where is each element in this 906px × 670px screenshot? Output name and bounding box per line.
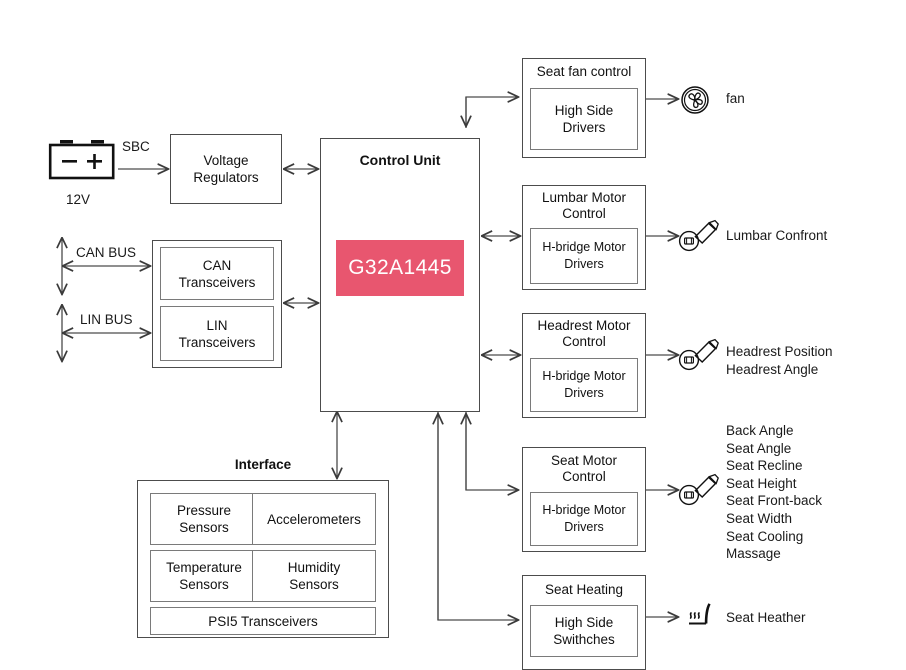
fan-actuator-label: fan <box>726 91 745 106</box>
lin-transceivers-block[interactable]: LIN Transceivers <box>160 306 274 361</box>
seat-heater-actuator-label: Seat Heather <box>726 610 806 625</box>
control-unit-title: Control Unit <box>359 152 441 168</box>
seat-motor-driver-block[interactable]: H-bridge Motor Drivers <box>530 492 638 546</box>
seat-heating-driver-block[interactable]: High Side Swithches <box>530 605 638 657</box>
battery-icon <box>48 140 115 180</box>
lumbar-actuator-label: Lumbar Confront <box>726 228 828 243</box>
humidity-sensors-block[interactable]: Humidity Sensors <box>252 550 376 602</box>
seat-motor-control-title: Seat Motor Control <box>550 453 618 484</box>
control-unit-chip[interactable]: G32A1445 <box>336 240 464 296</box>
temperature-sensors-block[interactable]: Temperature Sensors <box>150 550 258 602</box>
seat-motor-actuator-label: Back Angle Seat Angle Seat Recline Seat … <box>726 423 823 562</box>
sbc-label: SBC <box>122 139 150 154</box>
pressure-sensors-block[interactable]: Pressure Sensors <box>150 493 258 545</box>
voltage-regulators-block[interactable] <box>170 134 282 204</box>
headrest-actuator-label: Headrest Position Headrest Angle <box>726 344 833 377</box>
motor-icon <box>678 219 719 252</box>
headrest-motor-driver-block[interactable]: H-bridge Motor Drivers <box>530 358 638 412</box>
seat-fan-control-title: Seat fan control <box>536 64 632 79</box>
can-transceivers-block[interactable]: CAN Transceivers <box>160 247 274 300</box>
battery-voltage-label: 12V <box>66 192 91 207</box>
seat-fan-driver-block[interactable]: High Side Drivers <box>530 88 638 150</box>
can-bus-label: CAN BUS <box>76 245 137 260</box>
lin-bus-label: LIN BUS <box>80 312 133 327</box>
motor-icon <box>678 473 719 506</box>
fan-icon <box>681 86 709 114</box>
interface-title: Interface <box>234 457 292 472</box>
lumbar-motor-control-title: Lumbar Motor Control <box>541 190 627 221</box>
headrest-motor-control-title: Headrest Motor Control <box>537 318 631 349</box>
motor-icon <box>678 338 719 371</box>
lumbar-motor-driver-block[interactable]: H-bridge Motor Drivers <box>530 228 638 284</box>
psi5-transceivers-block[interactable]: PSI5 Transceivers <box>150 607 376 635</box>
seat-heating-title: Seat Heating <box>544 582 624 597</box>
seat-heater-icon <box>689 603 711 625</box>
voltage-regulators-label: Voltage Regulators <box>193 153 259 185</box>
accelerometers-block[interactable]: Accelerometers <box>252 493 376 545</box>
